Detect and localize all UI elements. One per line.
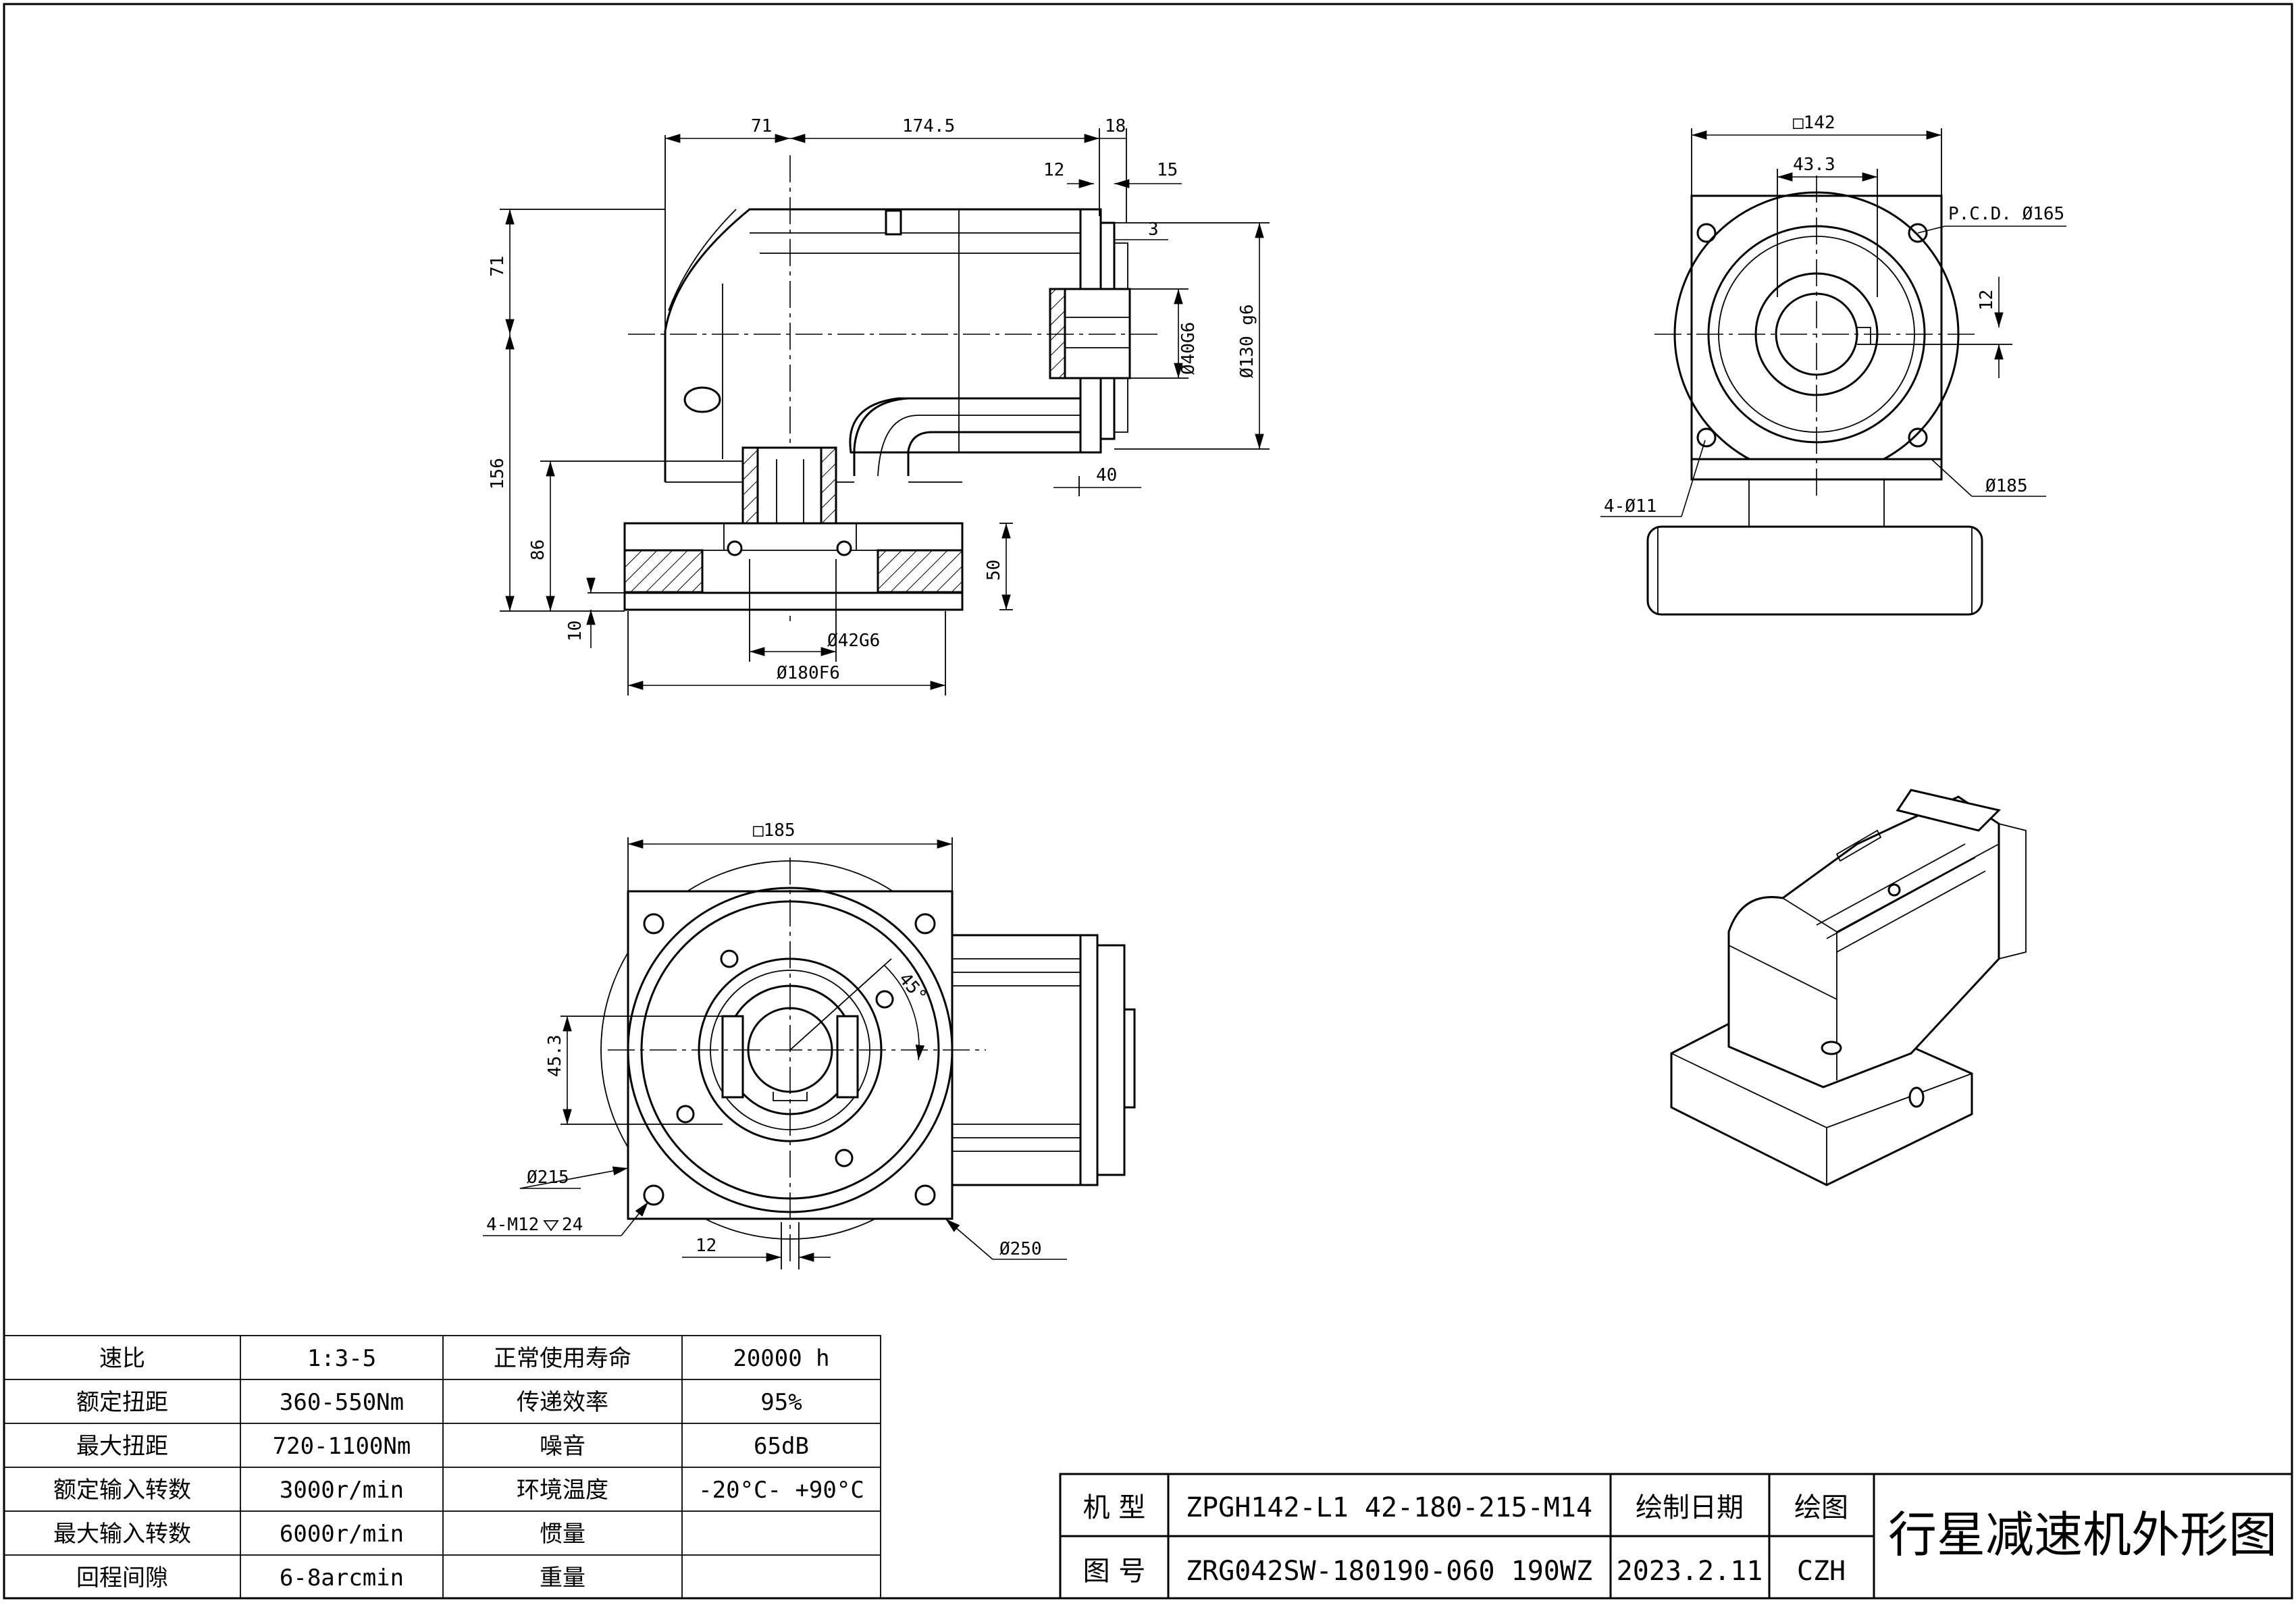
spec-label-max-torque: 最大扭距 bbox=[76, 1433, 168, 1460]
front-view: 71 174.5 18 12 15 3 71 156 86 10 Ø40G6 Ø… bbox=[488, 116, 1270, 695]
dia-215: Ø215 bbox=[527, 1167, 569, 1188]
thread-depth: 24 bbox=[562, 1215, 583, 1235]
dim-15: 15 bbox=[1157, 160, 1178, 180]
drawing-no-label: 图 号 bbox=[1083, 1556, 1146, 1587]
spec-value-efficiency: 95% bbox=[760, 1389, 802, 1416]
spec-value-max-speed: 6000r/min bbox=[280, 1521, 404, 1548]
dim-174-5: 174.5 bbox=[902, 116, 955, 136]
dim-71-top: 71 bbox=[751, 116, 772, 136]
spec-label-temperature: 环境温度 bbox=[517, 1477, 608, 1504]
dia-250: Ø250 bbox=[999, 1239, 1042, 1259]
date-label: 绘制日期 bbox=[1636, 1492, 1744, 1523]
spec-label-backlash: 回程间隙 bbox=[76, 1564, 168, 1591]
isometric-view bbox=[1670, 789, 2027, 1186]
spec-value-life: 20000 h bbox=[733, 1345, 829, 1372]
dim-40g6: Ø40G6 bbox=[1178, 322, 1199, 375]
dim-71-left: 71 bbox=[488, 256, 508, 277]
side-view: □142 43.3 P.C.D. Ø165 12 Ø185 4-Ø11 bbox=[1600, 113, 2066, 616]
pcd-165: P.C.D. Ø165 bbox=[1948, 204, 2064, 224]
title-block: 机 型 ZPGH142-L1 42-180-215-M14 图 号 ZRG042… bbox=[1059, 1473, 2293, 1600]
dim-180f6: Ø180F6 bbox=[777, 663, 840, 683]
spec-label-rated-speed: 额定输入转数 bbox=[53, 1477, 191, 1504]
spec-table: 速比 1:3-5 正常使用寿命 20000 h 额定扭距 360-550Nm 传… bbox=[3, 1335, 881, 1599]
spec-value-max-torque: 720-1100Nm bbox=[273, 1433, 411, 1460]
spec-value-ratio: 1:3-5 bbox=[307, 1345, 376, 1372]
dim-43-3: 43.3 bbox=[1793, 155, 1835, 175]
dim-square-142: □142 bbox=[1793, 113, 1835, 133]
dim-42g6: Ø42G6 bbox=[827, 631, 880, 651]
spec-label-efficiency: 传递效率 bbox=[517, 1389, 608, 1416]
dim-40: 40 bbox=[1096, 465, 1117, 485]
dim-10: 10 bbox=[565, 621, 585, 641]
date-value: 2023.2.11 bbox=[1617, 1556, 1763, 1587]
spec-label-weight: 重量 bbox=[540, 1564, 585, 1591]
drawing-no-value: ZRG042SW-180190-060 190WZ bbox=[1186, 1556, 1592, 1587]
drawn-value: CZH bbox=[1797, 1556, 1846, 1587]
dim-3: 3 bbox=[1148, 219, 1159, 240]
spec-value-rated-torque: 360-550Nm bbox=[280, 1389, 404, 1416]
dim-45-3: 45.3 bbox=[545, 1034, 565, 1077]
spec-label-rated-torque: 额定扭距 bbox=[76, 1389, 168, 1416]
dim-50: 50 bbox=[984, 560, 1004, 581]
spec-value-noise: 65dB bbox=[754, 1433, 809, 1460]
dim-12-side: 12 bbox=[1977, 290, 1997, 311]
spec-value-temperature: -20°C- +90°C bbox=[698, 1477, 864, 1504]
dim-18: 18 bbox=[1105, 116, 1126, 136]
thread-m12: 4-M12 bbox=[486, 1215, 539, 1235]
drawn-label: 绘图 bbox=[1794, 1492, 1848, 1523]
bottom-view: □185 45° 45.3 Ø215 4-M12 24 12 Ø250 bbox=[483, 820, 1136, 1269]
spec-label-max-speed: 最大输入转数 bbox=[53, 1521, 191, 1548]
dim-12: 12 bbox=[1043, 160, 1064, 180]
dim-86: 86 bbox=[528, 540, 548, 560]
spec-label-ratio: 速比 bbox=[99, 1345, 145, 1372]
spec-value-rated-speed: 3000r/min bbox=[280, 1477, 404, 1504]
spec-value-backlash: 6-8arcmin bbox=[280, 1564, 404, 1591]
holes-4-11: 4-Ø11 bbox=[1604, 496, 1656, 517]
dim-square-185: □185 bbox=[753, 820, 795, 841]
dia-185: Ø185 bbox=[1985, 476, 2028, 496]
dim-156: 156 bbox=[488, 458, 508, 490]
spec-label-noise: 噪音 bbox=[540, 1433, 585, 1460]
spec-label-life: 正常使用寿命 bbox=[494, 1345, 631, 1372]
dim-12-bottom: 12 bbox=[696, 1236, 716, 1256]
drawing-title: 行星减速机外形图 bbox=[1888, 1506, 2277, 1563]
dim-130g6: Ø130 g6 bbox=[1237, 304, 1257, 378]
spec-label-inertia: 惯量 bbox=[540, 1521, 585, 1548]
model-value: ZPGH142-L1 42-180-215-M14 bbox=[1186, 1492, 1592, 1523]
model-label: 机 型 bbox=[1083, 1492, 1146, 1523]
